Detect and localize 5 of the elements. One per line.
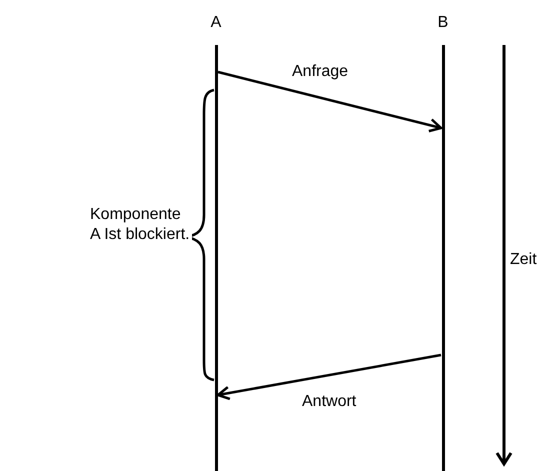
arrow [216, 354, 442, 400]
lifeline-label: B [436, 14, 450, 32]
edge-label: Anfrage [290, 62, 350, 82]
arrow [218, 70, 442, 132]
lifeline-label: A [210, 14, 222, 32]
